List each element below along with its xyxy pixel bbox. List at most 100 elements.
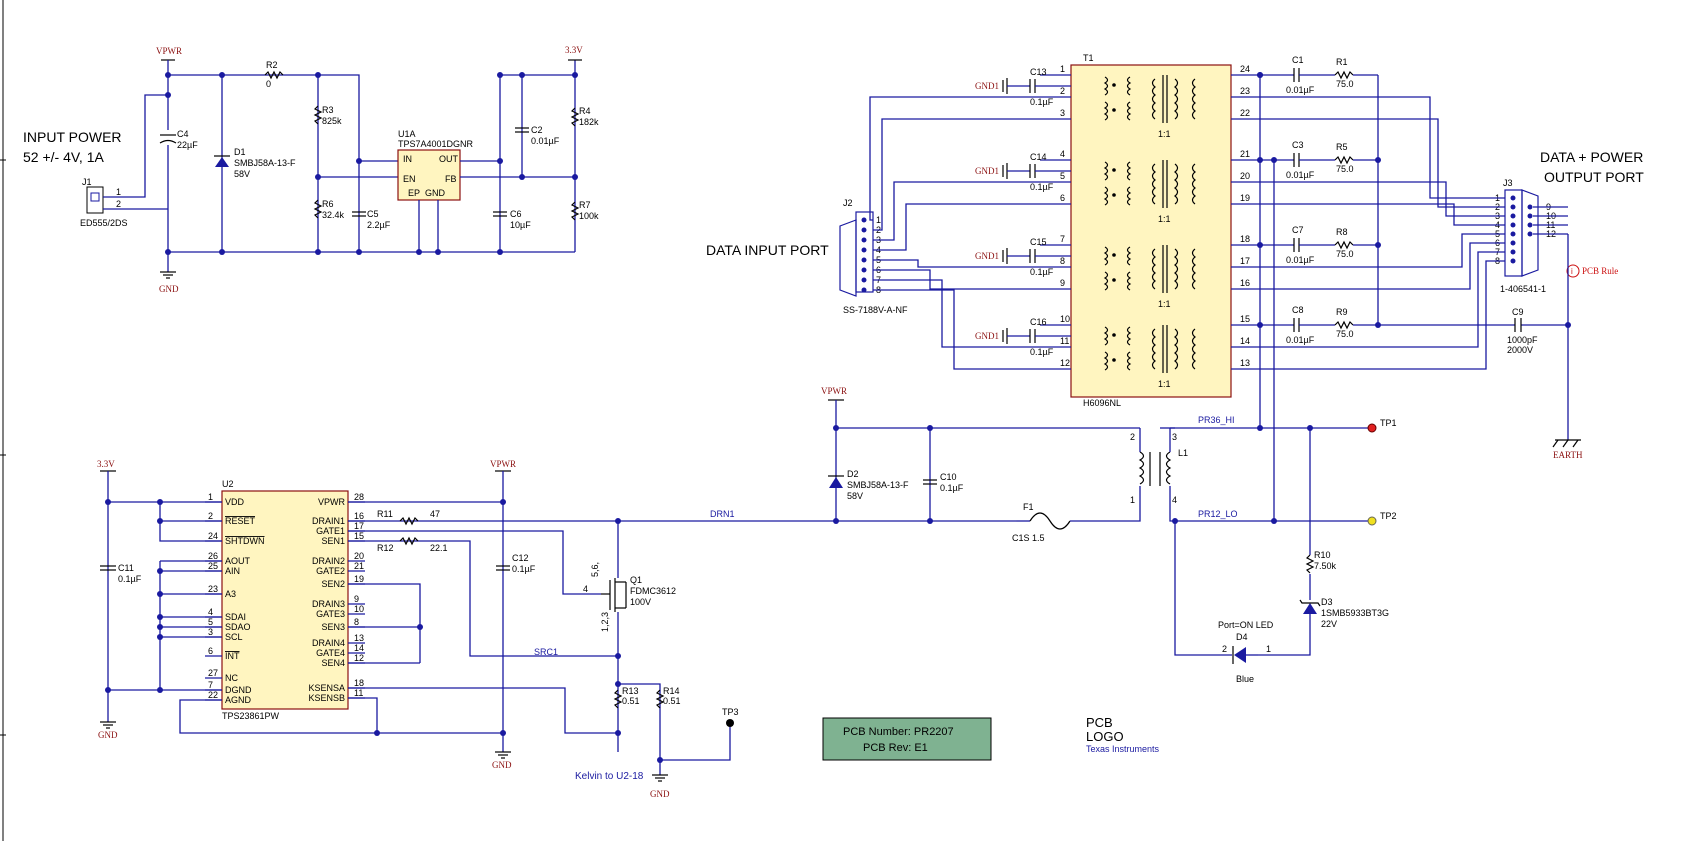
u2-pin-right-number: 15 (354, 531, 364, 541)
d4-ref: D4 (1236, 632, 1248, 642)
j3-pin-contact (1510, 204, 1516, 210)
t1-choke-coil (1126, 186, 1132, 206)
t1-pin-right: 15 (1240, 314, 1250, 324)
u2-pin-left-number: 2 (208, 511, 213, 521)
u2-pin-right-label: DRAIN1 (312, 516, 345, 526)
u2-pin-right-label: DRAIN4 (312, 638, 345, 648)
t1-pin-left: 1 (1060, 64, 1065, 74)
t1-pin-right: 17 (1240, 256, 1250, 266)
u2-pin-left-number: 23 (208, 584, 218, 594)
u2-pin-left-label: SCL (225, 632, 243, 642)
earth-label: EARTH (1553, 450, 1583, 460)
gnd-label-2: GND (98, 730, 118, 740)
r11-value: 47 (430, 509, 440, 519)
t1-winding (1191, 248, 1196, 290)
u2-pin-right-label: SEN1 (321, 536, 345, 546)
d2-value: SMBJ58A-13-F (847, 480, 909, 490)
r9-value: 75.0 (1336, 329, 1354, 339)
r13-ref: R13 (622, 686, 639, 696)
tp2-label: TP2 (1380, 511, 1397, 521)
gnd1-label: GND1 (975, 166, 999, 176)
d1-value: SMBJ58A-13-F (234, 158, 296, 168)
u2-pin-right-number: 12 (354, 653, 364, 663)
t1-pin-right: 14 (1240, 336, 1250, 346)
r6-ref: R6 (322, 199, 334, 209)
t1-pin-left: 3 (1060, 108, 1065, 118)
c4-plate-curved (159, 139, 177, 144)
u2-pin-left-number: 1 (208, 492, 213, 502)
q1-pin-gate: 4 (583, 584, 588, 594)
l1-pin1: 1 (1130, 495, 1135, 505)
t1-winding (1151, 248, 1156, 290)
j3-signal-wire (1260, 118, 1505, 208)
l1-pin4: 4 (1172, 495, 1177, 505)
d3-ref: D3 (1321, 597, 1333, 607)
j3-shield-contact (1527, 204, 1533, 210)
r8-ref: R8 (1336, 227, 1348, 237)
d1-diode (215, 157, 229, 167)
c4-ref: C4 (177, 129, 189, 139)
u2-pin-right-label: GATE2 (316, 566, 345, 576)
u1a-value: TPS7A4001DGNR (398, 139, 474, 149)
tp2-testpoint (1367, 516, 1377, 526)
input-power-title: INPUT POWER (23, 129, 122, 145)
u2-pin-left-label: AIN (225, 566, 240, 576)
r14-value: 0.51 (663, 696, 681, 706)
j2-ref: J2 (843, 198, 853, 208)
u2-pin-right-label: SEN4 (321, 658, 345, 668)
d4-pin1: 1 (1266, 644, 1271, 654)
u2-pin-right-number: 18 (354, 678, 364, 688)
t1-winding (1191, 163, 1196, 205)
r10-ref: R10 (1314, 550, 1331, 560)
data-power-output-title-2: OUTPUT PORT (1544, 169, 1644, 185)
r13-resistor (613, 689, 623, 709)
u2-pin-right-number: 21 (354, 561, 364, 571)
j1-value: ED555/2DS (80, 218, 128, 228)
t1-pin-left: 12 (1060, 358, 1070, 368)
t1-pin-left: 7 (1060, 234, 1065, 244)
data-input-port-title: DATA INPUT PORT (706, 242, 829, 258)
t1-choke-coil (1103, 101, 1109, 121)
tp1-testpoint (1367, 423, 1377, 433)
r2-ref: R2 (266, 60, 278, 70)
l1-coil-1 (1138, 451, 1145, 485)
j3-value: 1-406541-1 (1500, 284, 1546, 294)
pcb-info-box (822, 717, 992, 761)
t1-pin-right: 18 (1240, 234, 1250, 244)
input-junctions (165, 72, 578, 255)
magnetics-section: DATA INPUT PORT DATA + POWER OUTPUT PORT… (706, 53, 1644, 460)
c7-value: 0.01µF (1286, 255, 1315, 265)
t1-dot (1112, 168, 1116, 172)
j2-signal-wire (873, 259, 1040, 268)
in-wire (350, 74, 398, 162)
u2-pin-left-number: 3 (208, 627, 213, 637)
j2-pin-contact (861, 217, 867, 223)
r5-ref: R5 (1336, 142, 1348, 152)
t1-pin-right: 20 (1240, 171, 1250, 181)
u2-pin-right-number: 13 (354, 633, 364, 643)
j1-pin1-box (90, 192, 100, 202)
gnd-label-4: GND (650, 789, 670, 799)
tp1-label: TP1 (1380, 418, 1397, 428)
c2-value: 0.01µF (531, 136, 560, 146)
r3-ref: R3 (322, 105, 334, 115)
t1-pin-right: 16 (1240, 278, 1250, 288)
j3-pin-contact (1510, 195, 1516, 201)
c5-ref: C5 (367, 209, 379, 219)
t1-ratio-label: 1:1 (1158, 299, 1171, 309)
t1-ratio-label: 1:1 (1158, 214, 1171, 224)
c3-ref: C3 (1292, 140, 1304, 150)
tp3-testpoint (726, 719, 734, 727)
t1-pin-left: 4 (1060, 149, 1065, 159)
u2-pin-right-number: 10 (354, 604, 364, 614)
j3-pin-contact (1510, 258, 1516, 264)
j2-pin-contact (861, 267, 867, 273)
u2-pin-left-label: INT (225, 651, 240, 661)
t1-pin-left: 9 (1060, 278, 1065, 288)
q1-pin-drain: 5,6, (590, 562, 600, 577)
d4-pin2: 2 (1222, 644, 1227, 654)
f1-ref: F1 (1023, 502, 1034, 512)
t1-choke-coil (1126, 351, 1132, 371)
